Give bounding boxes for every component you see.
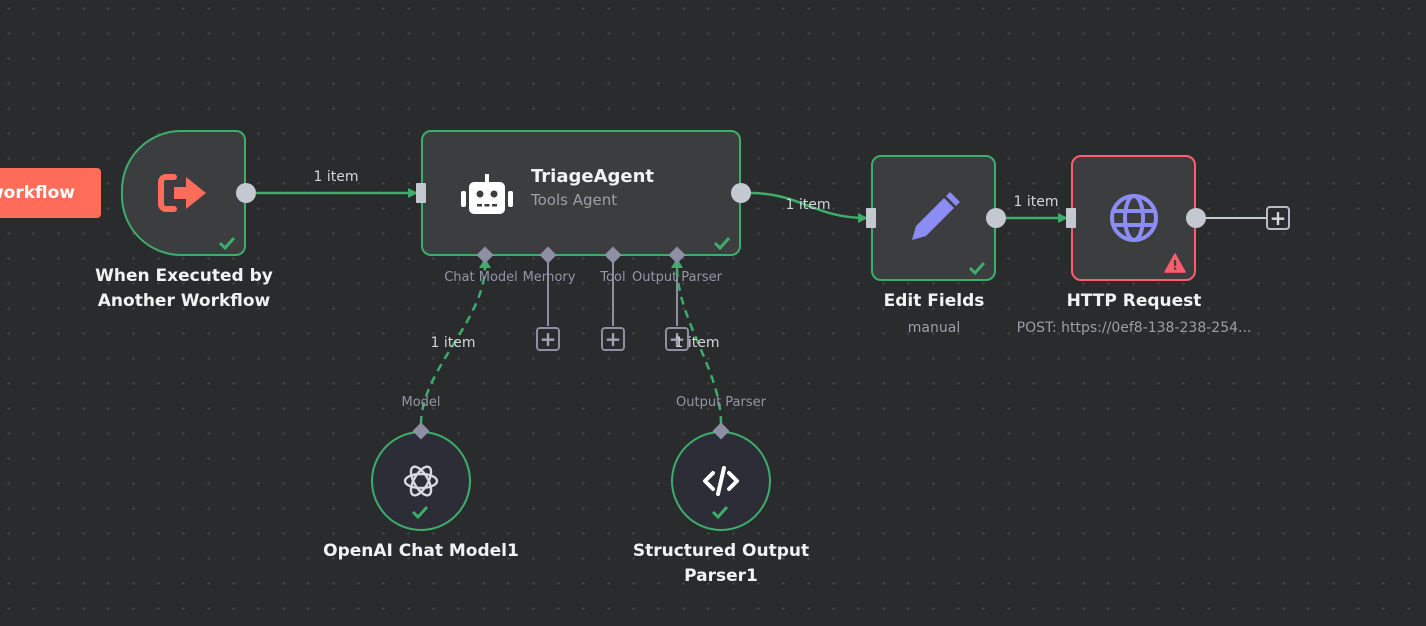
agent-input-port[interactable] [416,183,426,203]
edit-output-port[interactable] [986,208,1006,228]
node-edit-fields[interactable] [871,155,996,281]
edit-input-port[interactable] [866,208,876,228]
warning-icon [1164,253,1186,273]
node-title-trigger: When Executed by Another Workflow [95,266,273,311]
success-check-icon [713,236,731,250]
port-label-model: Model [401,395,441,410]
globe-icon [1109,194,1158,242]
node-title-agent: TriageAgent [531,166,655,187]
port-label-tool: Tool [600,270,626,285]
openai-icon [403,465,439,497]
edge-label-parser-agent: 1 item [674,335,720,351]
sticky-note-tab[interactable]: workflow [0,168,101,218]
node-title-edit-fields: Edit Fields [883,291,985,311]
port-label-output-parser-node: Output Parser [676,395,766,410]
node-subtitle-agent: Tools Agent [531,191,618,209]
port-label-memory: Memory [522,270,576,285]
success-check-icon [968,261,986,275]
trigger-output-port[interactable] [236,183,256,203]
add-memory-button[interactable]: + [536,327,560,351]
port-label-output-parser: Output Parser [632,270,722,285]
node-title-http-request: HTTP Request [1066,291,1202,311]
success-check-icon [411,505,429,519]
node-subtitle-edit-fields: manual [907,320,961,336]
edge-label-agent-edit: 1 item [785,197,831,213]
node-openai-chat-model[interactable] [371,431,471,531]
node-subtitle-http-request: POST: https://0ef8-138-238-254... [1016,320,1252,336]
port-label-chat-model: Chat Model [444,270,518,285]
sign-in-arrow-icon [157,174,206,212]
edge-label-model-agent: 1 item [430,335,476,351]
node-structured-output-parser[interactable] [671,431,771,531]
node-title-openai: OpenAI Chat Model1 [323,541,519,561]
http-input-port[interactable] [1066,208,1076,228]
add-output-parser-button[interactable]: + [665,327,689,351]
edge-label-trigger-agent: 1 item [313,169,359,185]
pencil-icon [911,192,960,240]
node-title-parser: Structured Output Parser1 [632,541,810,586]
http-output-port[interactable] [1186,208,1206,228]
add-node-button[interactable]: + [1266,206,1290,230]
node-http-request[interactable] [1071,155,1196,281]
edge-label-edit-http: 1 item [1013,194,1059,210]
robot-icon [461,174,513,214]
node-when-executed[interactable] [121,130,246,256]
agent-output-port[interactable] [731,183,751,203]
node-triage-agent[interactable]: TriageAgent Tools Agent [421,130,741,256]
success-check-icon [218,236,236,250]
code-icon [703,466,739,496]
success-check-icon [711,505,729,519]
add-tool-button[interactable]: + [601,327,625,351]
